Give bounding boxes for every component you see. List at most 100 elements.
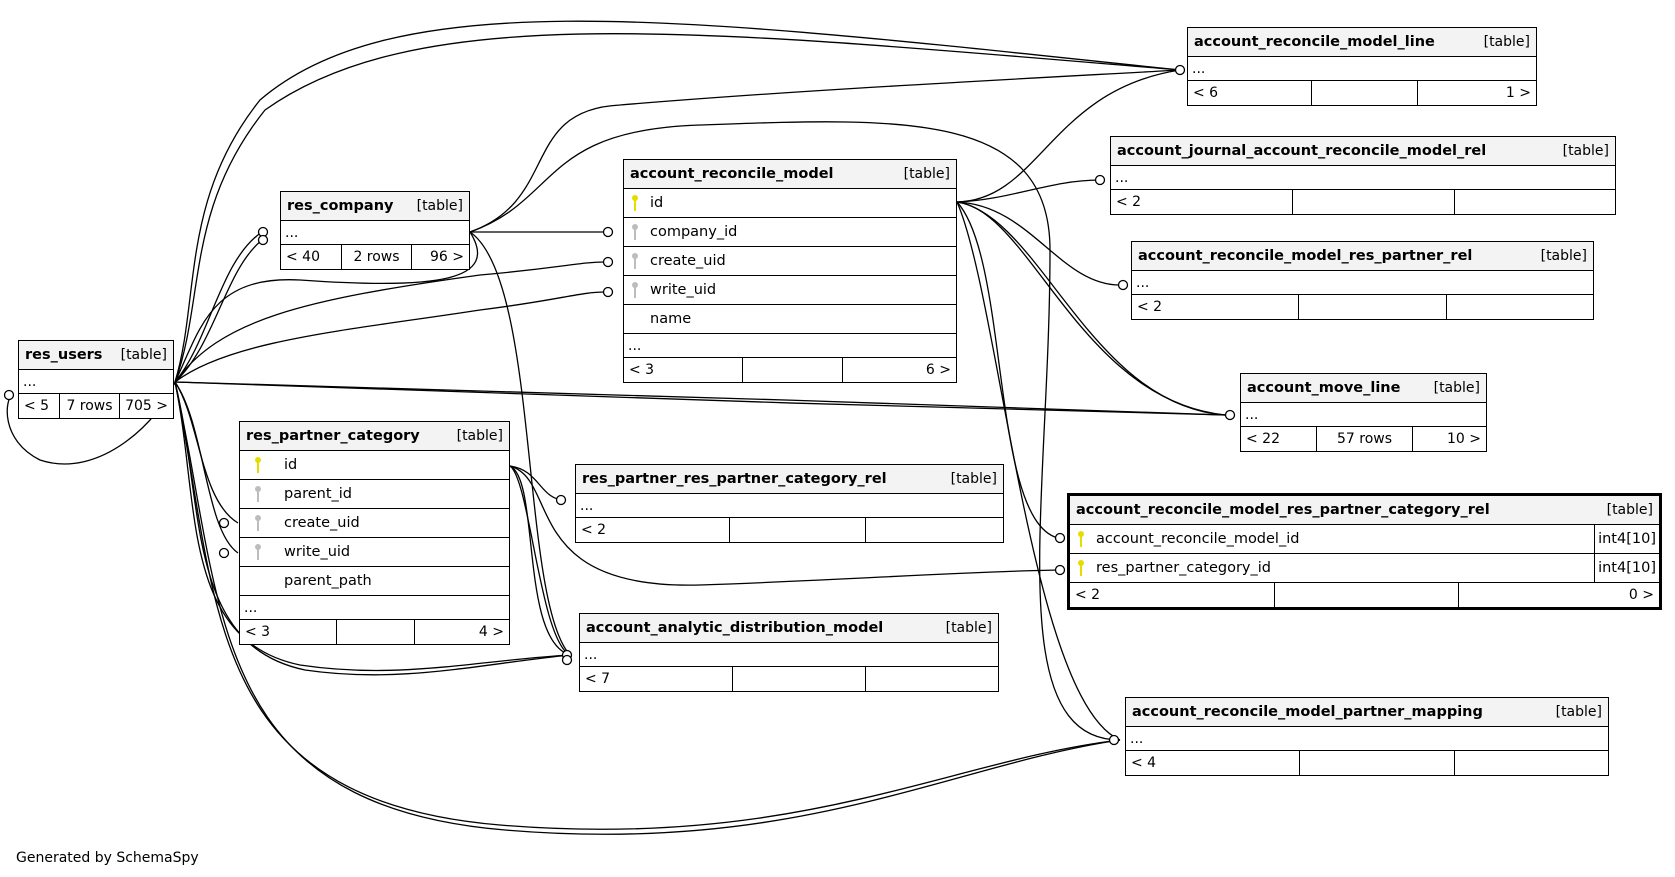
columns-ellipsis: ... <box>1126 727 1608 751</box>
foreign-key-icon <box>624 223 646 241</box>
column-row[interactable]: write_uid <box>624 276 956 305</box>
row-count: 57 rows <box>1316 427 1412 451</box>
table-footer: < 4 <box>1126 751 1608 775</box>
parents-count[interactable]: < 2 <box>1116 194 1142 210</box>
table-footer: < 5 7 rows 705 > <box>19 394 173 418</box>
columns-ellipsis: ... <box>19 370 173 394</box>
table-name[interactable]: account_reconcile_model_res_partner_rel <box>1138 248 1473 264</box>
table-footer: < 7 <box>580 667 998 691</box>
table-res-partner-res-partner-category-rel[interactable]: res_partner_res_partner_category_rel[tab… <box>575 464 1004 543</box>
parents-count[interactable]: < 2 <box>1075 587 1101 603</box>
column-name: parent_id <box>284 486 353 502</box>
table-kind: [table] <box>1483 34 1530 50</box>
parents-count[interactable]: < 5 <box>24 398 50 414</box>
table-account-reconcile-model-res-partner-rel[interactable]: account_reconcile_model_res_partner_rel[… <box>1131 241 1594 320</box>
table-name[interactable]: res_company <box>287 198 394 214</box>
table-kind: [table] <box>903 166 950 182</box>
column-type: int4[10] <box>1594 525 1659 553</box>
parents-count[interactable]: < 6 <box>1193 85 1219 101</box>
table-account-journal-account-reconcile-model-rel[interactable]: account_journal_account_reconcile_model_… <box>1110 136 1616 215</box>
table-kind: [table] <box>416 198 463 214</box>
row-count <box>729 518 865 542</box>
column-row[interactable]: id <box>624 189 956 218</box>
table-name[interactable]: account_reconcile_model <box>630 166 834 182</box>
table-kind: [table] <box>1433 380 1480 396</box>
table-kind: [table] <box>456 428 503 444</box>
column-row[interactable]: name <box>624 305 956 334</box>
foreign-key-icon <box>624 252 646 270</box>
children-count[interactable]: 705 > <box>119 394 173 418</box>
row-count <box>336 620 414 644</box>
children-count[interactable]: 6 > <box>842 358 956 382</box>
table-account-reconcile-model[interactable]: account_reconcile_model [table] id compan… <box>623 159 957 383</box>
children-count[interactable]: 10 > <box>1412 427 1486 451</box>
table-name[interactable]: res_users <box>25 347 103 363</box>
table-kind: [table] <box>1555 704 1602 720</box>
column-row[interactable]: create_uid <box>624 247 956 276</box>
edge-users-arm-create <box>174 261 606 383</box>
column-row[interactable]: parent_id <box>240 480 509 509</box>
table-name[interactable]: account_reconcile_model_partner_mapping <box>1132 704 1483 720</box>
table-account-reconcile-model-res-partner-category-rel[interactable]: account_reconcile_model_res_partner_cate… <box>1067 493 1662 610</box>
table-name[interactable]: account_reconcile_model_line <box>1194 34 1435 50</box>
parents-count[interactable]: < 2 <box>1137 299 1163 315</box>
parents-count[interactable]: < 22 <box>1246 431 1280 447</box>
columns-ellipsis: ... <box>576 494 1003 518</box>
children-count[interactable]: 96 > <box>411 245 469 269</box>
edge-users-company-1 <box>174 231 263 383</box>
table-res-users[interactable]: res_users [table] ... < 5 7 rows 705 > <box>18 340 174 419</box>
columns-ellipsis: ... <box>1188 57 1536 81</box>
table-name[interactable]: account_analytic_distribution_model <box>586 620 884 636</box>
table-res-company[interactable]: res_company[table] ... < 40 2 rows 96 > <box>280 191 470 270</box>
table-name[interactable]: account_journal_account_reconcile_model_… <box>1117 143 1487 159</box>
children-count[interactable] <box>1446 295 1593 319</box>
row-count: 7 rows <box>59 394 119 418</box>
column-row[interactable]: create_uid <box>240 509 509 538</box>
row-count <box>742 358 842 382</box>
parents-count[interactable]: < 3 <box>629 362 655 378</box>
columns-ellipsis: ... <box>1111 166 1615 190</box>
edge-model-journal-rel <box>956 179 1101 203</box>
column-row[interactable]: company_id <box>624 218 956 247</box>
table-name[interactable]: res_partner_category <box>246 428 420 444</box>
table-name[interactable]: account_reconcile_model_res_partner_cate… <box>1076 502 1490 518</box>
column-row[interactable]: parent_path <box>240 567 509 596</box>
table-kind: [table] <box>120 347 167 363</box>
table-footer: < 3 4 > <box>240 620 509 644</box>
children-count[interactable]: 0 > <box>1458 583 1659 607</box>
column-name: name <box>650 311 692 327</box>
column-name: res_partner_category_id <box>1096 560 1271 576</box>
parents-count[interactable]: < 4 <box>1131 755 1157 771</box>
table-kind: [table] <box>1562 143 1609 159</box>
parents-count[interactable]: < 40 <box>286 249 320 265</box>
column-row[interactable]: write_uid <box>240 538 509 567</box>
table-name[interactable]: res_partner_res_partner_category_rel <box>582 471 887 487</box>
table-account-reconcile-model-partner-mapping[interactable]: account_reconcile_model_partner_mapping [… <box>1125 697 1609 776</box>
edge-cat-partner-rel <box>509 465 566 501</box>
parents-count[interactable]: < 7 <box>585 671 611 687</box>
generated-by-footer: Generated by SchemaSpy <box>16 850 199 866</box>
table-footer: < 2 <box>1111 190 1615 214</box>
children-count[interactable] <box>1454 190 1615 214</box>
children-count[interactable] <box>865 667 998 691</box>
column-name: write_uid <box>284 544 351 560</box>
column-row[interactable]: id <box>240 451 509 480</box>
children-count[interactable]: 1 > <box>1417 81 1536 105</box>
table-account-analytic-distribution-model[interactable]: account_analytic_distribution_model[tabl… <box>579 613 999 692</box>
table-footer: < 3 6 > <box>624 358 956 382</box>
table-account-move-line[interactable]: account_move_line[table] ... < 22 57 row… <box>1240 373 1487 452</box>
row-count <box>732 667 865 691</box>
table-footer: < 2 <box>1132 295 1593 319</box>
table-account-reconcile-model-line[interactable]: account_reconcile_model_line[table] ... … <box>1187 27 1537 106</box>
parents-count[interactable]: < 2 <box>581 522 607 538</box>
children-count[interactable] <box>865 518 1003 542</box>
table-res-partner-category[interactable]: res_partner_category [table] id parent_id… <box>239 421 510 645</box>
children-count[interactable]: 4 > <box>414 620 509 644</box>
table-name[interactable]: account_move_line <box>1247 380 1401 396</box>
parents-count[interactable]: < 3 <box>245 624 271 640</box>
columns-ellipsis: ... <box>580 643 998 667</box>
edge-users-cat-create <box>174 381 239 524</box>
children-count[interactable] <box>1454 751 1608 775</box>
